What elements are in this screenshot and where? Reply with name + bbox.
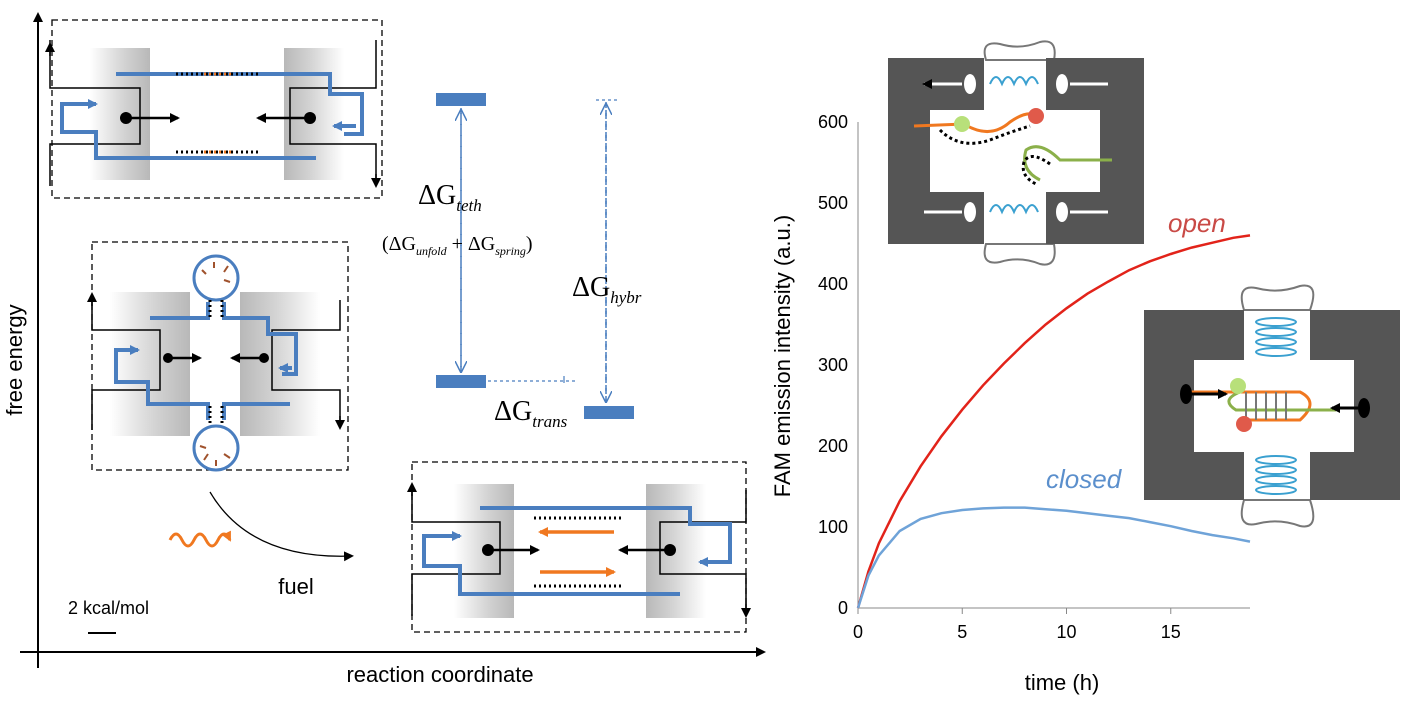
schematic-open-state (45, 19, 383, 199)
scale-bar-label: 2 kcal/mol (68, 598, 149, 618)
level-fuel (584, 406, 634, 419)
y-tick-label: 0 (838, 598, 848, 618)
fuel-label: fuel (278, 574, 313, 599)
chart-y-axis-label: FAM emission intensity (a.u.) (770, 215, 795, 497)
level-hairpin (436, 375, 486, 388)
y-tick-label: 600 (818, 112, 848, 132)
series-label-closed: closed (1046, 464, 1123, 494)
x-tick-label: 10 (1056, 622, 1076, 642)
y-tick-label: 400 (818, 274, 848, 294)
fuel-transition-arrow (209, 491, 354, 562)
x-tick-label: 5 (957, 622, 967, 642)
chart-x-ticks: 0 5 10 15 (853, 608, 1181, 642)
x-tick-label: 0 (853, 622, 863, 642)
fam-emission-chart: 0 100 200 300 400 500 600 0 5 10 15 time (h) FAM … (770, 112, 1251, 695)
series-label-open: open (1168, 208, 1226, 238)
series-line-open (856, 234, 1251, 609)
series-line-closed (856, 506, 1251, 609)
schematic-hairpin-state (87, 241, 349, 472)
y-tick-label: 300 (818, 355, 848, 375)
energy-levels (436, 93, 634, 419)
y-tick-label: 500 (818, 193, 848, 213)
label-delta-g-decomposition: (ΔGunfold + ΔGspring) (382, 233, 533, 258)
label-delta-g-teth: ΔGteth (418, 180, 482, 215)
x-axis-label-reaction-coordinate: reaction coordinate (346, 662, 533, 687)
label-delta-g-trans: ΔGtrans (494, 396, 568, 431)
inset-closed-device (1144, 284, 1400, 528)
y-tick-label: 100 (818, 517, 848, 537)
inset-open-device (888, 40, 1144, 266)
chart-x-axis-label: time (h) (1025, 670, 1100, 695)
fuel-squiggle-icon (168, 530, 232, 548)
y-tick-label: 200 (818, 436, 848, 456)
chart-series (856, 234, 1251, 609)
x-tick-label: 15 (1161, 622, 1181, 642)
level-open (436, 93, 486, 106)
chart-y-ticks: 0 100 200 300 400 500 600 (818, 112, 848, 618)
label-delta-g-hybr: ΔGhybr (572, 272, 642, 307)
schematic-fuel-state (407, 461, 751, 633)
energy-axes (20, 12, 766, 668)
y-axis-label-free-energy: free energy (2, 304, 27, 415)
